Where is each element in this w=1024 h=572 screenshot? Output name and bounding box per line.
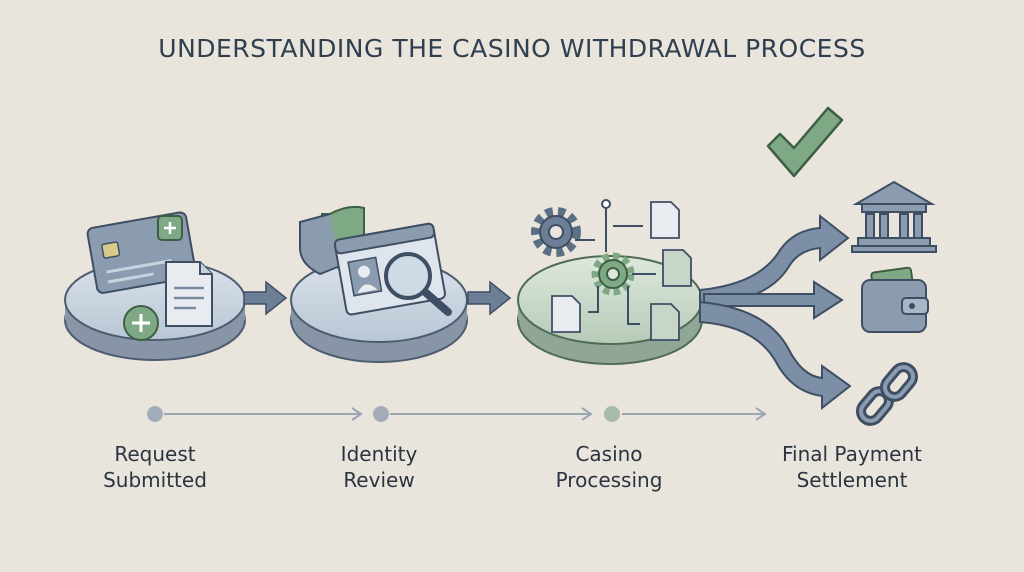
bank-icon bbox=[851, 180, 937, 253]
timeline-dot-3 bbox=[604, 406, 620, 422]
branch-arrows bbox=[699, 213, 852, 411]
document-icon bbox=[165, 261, 213, 327]
timeline-dot-2 bbox=[373, 406, 389, 422]
flow-arrow-2 bbox=[467, 280, 512, 316]
gear-icon-green bbox=[591, 252, 635, 296]
timeline bbox=[147, 406, 767, 422]
step-label-processing: Casino Processing bbox=[555, 442, 663, 492]
flow-arrow-1 bbox=[243, 280, 288, 316]
timeline-dot-1 bbox=[147, 406, 163, 422]
step-label-request: Request Submitted bbox=[103, 442, 207, 492]
checkmark-icon bbox=[766, 106, 844, 178]
document-icon bbox=[551, 201, 692, 341]
magnifier-icon bbox=[384, 252, 452, 316]
step-label-identity: Identity Review bbox=[340, 442, 418, 492]
gear-icon bbox=[531, 207, 581, 257]
plus-icon bbox=[157, 215, 183, 241]
chain-link-icon bbox=[856, 362, 918, 426]
process-connectors bbox=[575, 199, 656, 325]
wallet-icon bbox=[861, 266, 929, 333]
step-label-settlement: Final Payment Settlement bbox=[781, 442, 922, 492]
plus-circle-icon bbox=[123, 305, 159, 341]
diagram-title: UNDERSTANDING THE CASINO WITHDRAWAL PROC… bbox=[158, 34, 866, 63]
